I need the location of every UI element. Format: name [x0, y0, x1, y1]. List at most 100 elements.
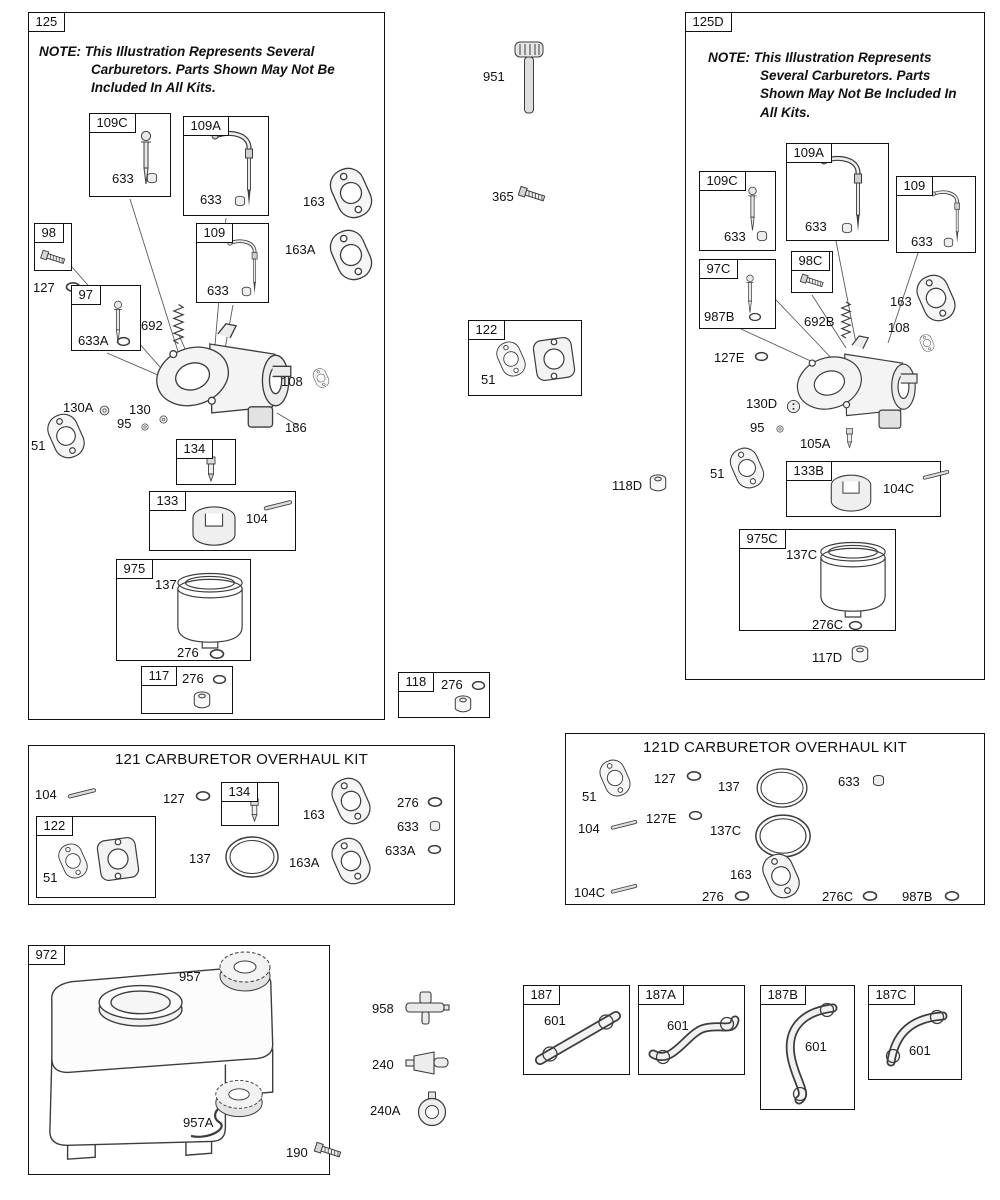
subbox-134-tag: 134 [220, 781, 259, 802]
gasket-drawing [327, 834, 375, 888]
callout-987B: 987B [902, 889, 933, 904]
oring-drawing [862, 890, 878, 902]
panel-187A: 187A 601 [637, 984, 745, 1075]
subbox-122: 122 51 [35, 815, 156, 898]
callout-276: 276 [177, 645, 199, 660]
subbox-975C-tag: 975C [738, 528, 786, 549]
callout-104C: 104C [574, 885, 606, 900]
seat-drawing [943, 237, 954, 248]
callout-601: 601 [544, 1013, 566, 1028]
callout-137C: 137C [786, 547, 818, 562]
panel-125D-tag: 125D [684, 11, 732, 32]
float-bowl-drawing [177, 572, 243, 649]
subbox-109: 109 633 [895, 175, 976, 253]
callout-127: 127 [33, 280, 55, 295]
subbox-109C-tag: 109C [698, 170, 746, 191]
callout-127E: 127E [646, 811, 677, 826]
subbox-975-tag: 975 [115, 558, 154, 579]
seat-drawing [146, 172, 158, 184]
panel-972-tag: 972 [27, 944, 66, 965]
subbox-109C: 109C 633 [698, 170, 776, 251]
needle-valve-drawing [747, 186, 758, 231]
callout-957A: 957A [183, 1115, 214, 1130]
seat-drawing [234, 195, 246, 207]
welch-plug-drawing [786, 399, 801, 414]
callout-163: 163 [303, 807, 325, 822]
callout-601: 601 [909, 1043, 931, 1058]
panel-187A-tag: 187A [637, 984, 684, 1005]
subbox-133B-tag: 133B [785, 460, 832, 481]
callout-118D: 118D [612, 478, 643, 493]
screw-drawing [799, 273, 825, 289]
callout-633: 633 [397, 819, 419, 834]
callout-163A: 163A [285, 242, 316, 257]
callout-276C: 276C [812, 617, 844, 632]
panel-125-tag: 125 [27, 11, 66, 32]
gasket-drawing [327, 774, 375, 828]
screw-drawing [518, 185, 546, 204]
subbox-975C: 975C 137C 276C [738, 528, 896, 632]
callout-186: 186 [285, 420, 307, 435]
callout-104: 104 [246, 511, 268, 526]
subbox-109A: 109A 633 [785, 142, 889, 241]
note-125D: NOTE: This Illustration Represents Sever… [708, 49, 964, 122]
callout-127E: 127E [714, 350, 745, 365]
subbox-98-tag: 98 [33, 222, 64, 243]
subbox-134-tag: 134 [175, 438, 214, 459]
pin-drawing [922, 469, 950, 480]
callout-95: 95 [750, 420, 765, 435]
fuel-filter-drawing [417, 1091, 447, 1127]
callout-190: 190 [286, 1145, 308, 1160]
callout-105A: 105A [800, 436, 831, 451]
subbox-122-tag: 122 [35, 815, 74, 836]
subbox-109: 109 633 [195, 222, 269, 303]
note-body: This Illustration Represents Several Car… [84, 44, 335, 96]
panel-125D: 125D NOTE: This Illustration Represents … [684, 11, 985, 680]
panel-187C: 187C 601 [867, 984, 962, 1080]
oring-drawing [116, 336, 131, 347]
seat-drawing [756, 230, 768, 242]
callout-137C: 137C [710, 823, 742, 838]
note-head: NOTE: [39, 44, 81, 59]
callout-633: 633 [838, 774, 860, 789]
subbox-133-tag: 133 [148, 490, 187, 511]
oring-drawing [688, 810, 703, 821]
subbox-122-tag: 122 [467, 319, 506, 340]
subbox-97-tag: 97 [70, 284, 101, 305]
oring-drawing [734, 890, 750, 902]
callout-958: 958 [372, 1001, 394, 1016]
washer-drawing [99, 405, 110, 416]
panel-125: 125 NOTE: This Illustration Represents S… [27, 11, 385, 720]
subbox-97C: 97C 987B [698, 258, 776, 329]
fuel-cap-drawing [215, 1079, 263, 1118]
callout-130A: 130A [63, 400, 94, 415]
callout-633: 633 [805, 219, 827, 234]
callout-601: 601 [667, 1018, 689, 1033]
panel-187C-tag: 187C [867, 984, 915, 1005]
ring-drawing [225, 836, 279, 878]
gasket-drawing [758, 850, 804, 902]
panel-187-tag: 187 [522, 984, 561, 1005]
kit-121-title: 121 CARBURETOR OVERHAUL KIT [115, 751, 368, 768]
callout-276C: 276C [822, 889, 854, 904]
callout-633: 633 [207, 283, 229, 298]
spacer-drawing [95, 835, 141, 883]
callout-104C: 104C [883, 481, 915, 496]
fuel-cap-drawing [219, 951, 271, 992]
washer-drawing [141, 423, 149, 431]
oring-drawing [686, 770, 702, 782]
callout-951: 951 [483, 69, 505, 84]
subbox-98C: 98C [790, 250, 833, 293]
bowl-nut-drawing [851, 645, 869, 663]
subbox-109C: 109C 633 [88, 112, 171, 197]
panel-187B-tag: 187B [759, 984, 806, 1005]
pin-drawing [67, 787, 97, 799]
subbox-97: 97 633A [70, 284, 141, 351]
subbox-109-tag: 109 [895, 175, 934, 196]
subbox-109-tag: 109 [195, 222, 234, 243]
callout-692B: 692B [804, 314, 835, 329]
callout-633: 633 [112, 171, 134, 186]
callout-108: 108 [281, 374, 303, 389]
spacer-drawing [531, 335, 577, 383]
